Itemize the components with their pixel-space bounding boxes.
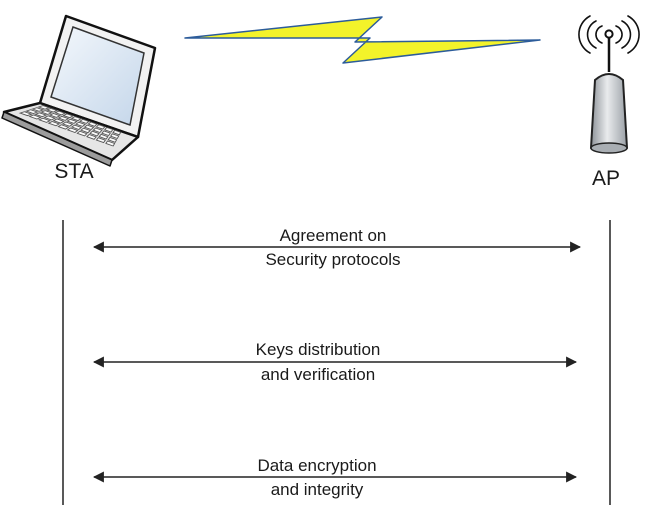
keyboard-key	[76, 130, 88, 137]
keyboard-key	[62, 113, 74, 119]
keyboard-key	[45, 107, 59, 113]
message-security-agreement: Agreement on Security protocols	[92, 226, 582, 269]
message-label-line2: Security protocols	[265, 250, 400, 269]
message-label-line1: Keys distribution	[256, 340, 381, 359]
keyboard-key	[57, 124, 70, 130]
keyboard-key	[110, 133, 120, 140]
keyboard-key	[104, 126, 114, 133]
keyboard-key	[80, 127, 92, 134]
keyboard-key	[70, 116, 82, 122]
message-key-distribution: Keys distribution and verification	[92, 340, 578, 384]
keyboard-key	[95, 124, 106, 130]
keyboard-key	[89, 130, 100, 137]
keyboard-key	[31, 107, 45, 112]
keyboard-key	[66, 127, 79, 134]
keyboard-key	[48, 113, 62, 118]
keyboard-key	[47, 121, 61, 127]
keyboard-key	[28, 114, 42, 120]
keyboard-key	[86, 133, 97, 140]
message-data-encryption: Data encryption and integrity	[92, 456, 578, 499]
keyboard-key	[37, 105, 51, 110]
keyboard-key	[24, 109, 39, 114]
keyboard-key	[57, 115, 70, 121]
keyboard-key	[61, 121, 74, 127]
keyboard-key	[83, 124, 95, 131]
message-label-line2: and integrity	[271, 480, 364, 499]
keyboard-key	[52, 118, 65, 124]
keyboard-key	[95, 137, 107, 144]
keyboard-key	[34, 112, 48, 118]
keyboard-key	[107, 136, 118, 143]
keyboard-key	[101, 130, 112, 137]
laptop-icon	[1, 14, 157, 167]
keyboard-key	[37, 117, 52, 123]
keyboard-key	[54, 110, 67, 116]
wireless-access-point-icon	[578, 15, 640, 154]
keyboard-key	[66, 118, 78, 124]
lightning-bolt-icon	[184, 16, 541, 64]
keyboard-key	[105, 140, 116, 147]
keyboard-key	[39, 110, 53, 115]
keyboard-key	[92, 127, 103, 134]
keyboard-key	[112, 129, 122, 136]
message-label-line1: Agreement on	[280, 226, 387, 245]
keyboard-key	[79, 118, 90, 124]
keyboard-key	[87, 121, 98, 127]
message-label-line2: and verification	[261, 365, 375, 384]
keyboard-key	[70, 124, 83, 131]
message-label-line1: Data encryption	[257, 456, 376, 475]
node-label-sta: STA	[54, 160, 93, 183]
keyboard-key	[43, 115, 57, 121]
keyboard-key	[75, 121, 87, 127]
node-label-ap: AP	[592, 167, 620, 190]
keyboard-key	[98, 133, 109, 140]
keyboard-key	[18, 111, 33, 117]
